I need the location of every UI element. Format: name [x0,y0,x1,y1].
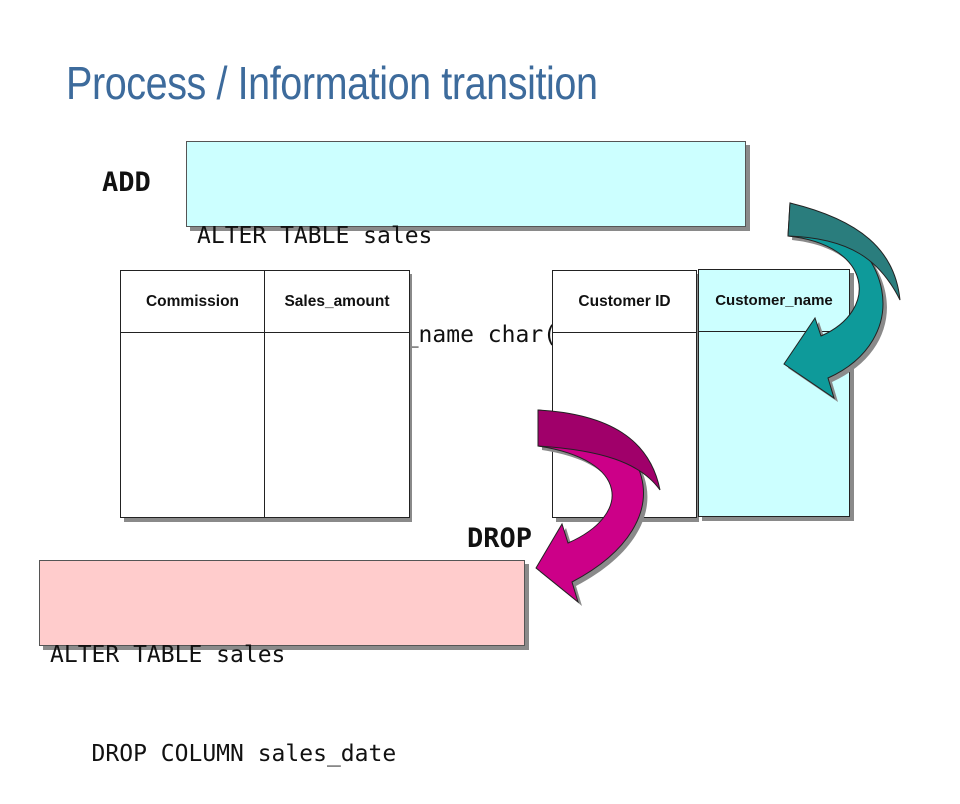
table-left: Commission Sales_amount [120,270,410,518]
column-sales-amount: Sales_amount [265,271,409,517]
drop-code-line-1: ALTER TABLE sales [50,642,286,668]
column-commission: Commission [121,271,265,517]
column-header-sales-amount: Sales_amount [265,271,409,333]
transition-arrows [535,202,901,606]
drop-label: DROP [467,523,533,554]
drop-code-line-2: DROP COLUMN sales_date [50,741,397,767]
column-header-customer-id: Customer ID [553,271,696,333]
drop-arrow-highlight [537,409,661,491]
add-code-line-1: ALTER TABLE sales [197,223,433,249]
column-header-commission: Commission [121,271,264,333]
drop-code-box: ALTER TABLE sales DROP COLUMN sales_date [39,560,525,767]
column-header-customer-name: Customer_name [699,270,849,332]
add-label: ADD [102,167,151,198]
slide-title: Process / Information transition [66,57,598,109]
add-arrow-highlight [787,202,901,301]
new-column-customer-name: Customer_name [698,269,850,517]
column-customer-id: Customer ID [553,271,696,517]
